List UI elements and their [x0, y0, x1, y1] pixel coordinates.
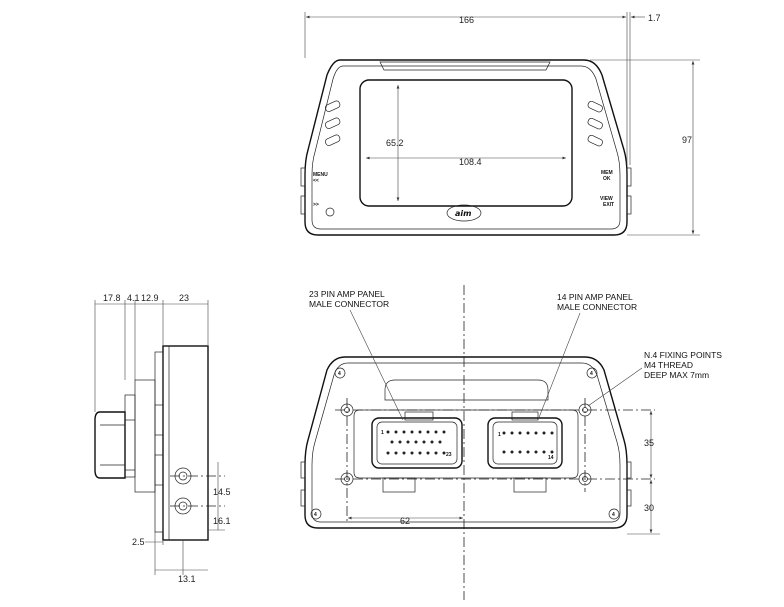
side-dim-c: 12.9	[141, 293, 159, 303]
connector-23-pin-1: 1	[381, 430, 384, 436]
view-button-label: VIEW	[600, 196, 613, 202]
side-dim-e: 14.5	[213, 487, 231, 497]
rear-plate-tab-right	[513, 477, 547, 493]
side-dim-h: 13.1	[178, 574, 196, 584]
screen-outline	[359, 79, 573, 207]
left-led-3	[325, 134, 341, 146]
left-led-1	[325, 100, 341, 112]
corner-screw-tl	[334, 367, 346, 379]
rear-housing-inner	[311, 362, 621, 523]
aim-logo	[446, 204, 482, 222]
height-label: 97	[682, 135, 692, 145]
connector-14-label-line1: 14 PIN AMP PANEL	[557, 292, 633, 302]
side-main-body	[162, 345, 209, 541]
side-tab-2	[154, 454, 164, 486]
rear-view: 1 23 1 14 4 4	[300, 285, 722, 600]
right-top-button[interactable]	[626, 167, 632, 187]
side-connector-inner	[124, 394, 136, 478]
front-view: 65.2 108.4 MENU << >> MEM OK VIEW EXIT a…	[300, 12, 700, 236]
rear-plate-tab-left	[382, 477, 416, 493]
connector-23-label-line2: MALE CONNECTOR	[309, 299, 389, 309]
fixing-label-line2: M4 THREAD	[644, 360, 693, 370]
edge-label: 1.7	[648, 13, 661, 23]
connector-14-leader	[537, 312, 581, 421]
mem-button-sublabel: OK	[603, 176, 611, 182]
right-led-3	[587, 134, 603, 147]
screen-width-label: 108.4	[459, 157, 482, 167]
right-led-2	[587, 117, 603, 130]
side-view: 17.8 4.1 12.9 23 14.5 16.1	[94, 293, 231, 584]
connector-23-pin-23: 23	[446, 452, 452, 458]
screen-height-label: 65.2	[386, 138, 404, 148]
corner-screw-tl-mark: 4	[338, 371, 341, 377]
aim-logo-text: aim	[455, 209, 471, 218]
rear-dim-35: 35	[644, 438, 654, 448]
side-connector-plug	[94, 411, 126, 479]
right-led-1	[587, 100, 603, 113]
corner-screw-tr-mark: 4	[590, 371, 593, 377]
connector-14-pin-inner	[492, 421, 558, 465]
rear-dim-62: 62	[400, 516, 410, 526]
side-dim-d: 23	[179, 293, 189, 303]
connector-14-pins	[502, 431, 554, 454]
rear-right-stub-1	[626, 461, 632, 479]
connector-14-label-line2: MALE CONNECTOR	[557, 302, 637, 312]
connector-23-pin	[371, 417, 463, 469]
side-tab-1	[154, 404, 164, 436]
connector-14-pin	[487, 417, 563, 469]
connector-14-latch	[511, 411, 539, 421]
corner-screw-br	[608, 508, 620, 520]
front-housing-outline	[304, 59, 628, 236]
menu-button-sublabel: <<	[313, 178, 319, 184]
shift-light-bar	[379, 61, 551, 71]
rear-dim-30: 30	[644, 503, 654, 513]
side-connector-boss	[134, 379, 156, 493]
side-dim-g: 2.5	[132, 537, 145, 547]
side-dim-a: 17.8	[103, 293, 121, 303]
corner-screw-tr	[586, 367, 598, 379]
connector-23-pin-inner	[376, 421, 458, 465]
corner-screw-bl	[310, 508, 322, 520]
left-led-2	[325, 117, 341, 129]
rear-left-stub-2	[300, 489, 306, 507]
connector-14-pin-14: 14	[548, 455, 554, 461]
rear-housing-outline	[304, 356, 628, 529]
connector-23-label-line1: 23 PIN AMP PANEL	[309, 289, 385, 299]
rear-top-recess	[384, 379, 549, 401]
width-label: 166	[459, 15, 474, 25]
left-top-button[interactable]	[300, 167, 306, 187]
light-sensor	[325, 207, 335, 217]
view-button-sublabel: EXIT	[603, 202, 614, 208]
right-bottom-button[interactable]	[626, 195, 632, 215]
side-mount-plate	[154, 351, 164, 533]
connector-14-pin-1: 1	[498, 432, 501, 438]
side-dim-b: 4.1	[127, 293, 140, 303]
mem-button-label: MEM	[601, 170, 613, 176]
corner-screw-bl-mark: 4	[314, 512, 317, 518]
rear-right-stub-2	[626, 489, 632, 507]
menu-button-label: MENU	[313, 172, 328, 178]
left-bottom-button[interactable]	[300, 195, 306, 215]
rear-left-stub-1	[300, 461, 306, 479]
fixing-leader	[587, 367, 643, 407]
connector-23-latch	[404, 411, 434, 421]
side-dim-f: 16.1	[213, 516, 231, 526]
next-button-label: >>	[313, 202, 319, 208]
connector-23-leader	[349, 309, 404, 421]
corner-screw-br-mark: 4	[612, 512, 615, 518]
fixing-label-line3: DEEP MAX 7mm	[644, 370, 709, 380]
rear-connector-plate	[353, 409, 579, 479]
front-housing-inner	[311, 65, 621, 230]
connector-23-pins	[386, 430, 446, 455]
fixing-label-line1: N.4 FIXING POINTS	[644, 350, 722, 360]
